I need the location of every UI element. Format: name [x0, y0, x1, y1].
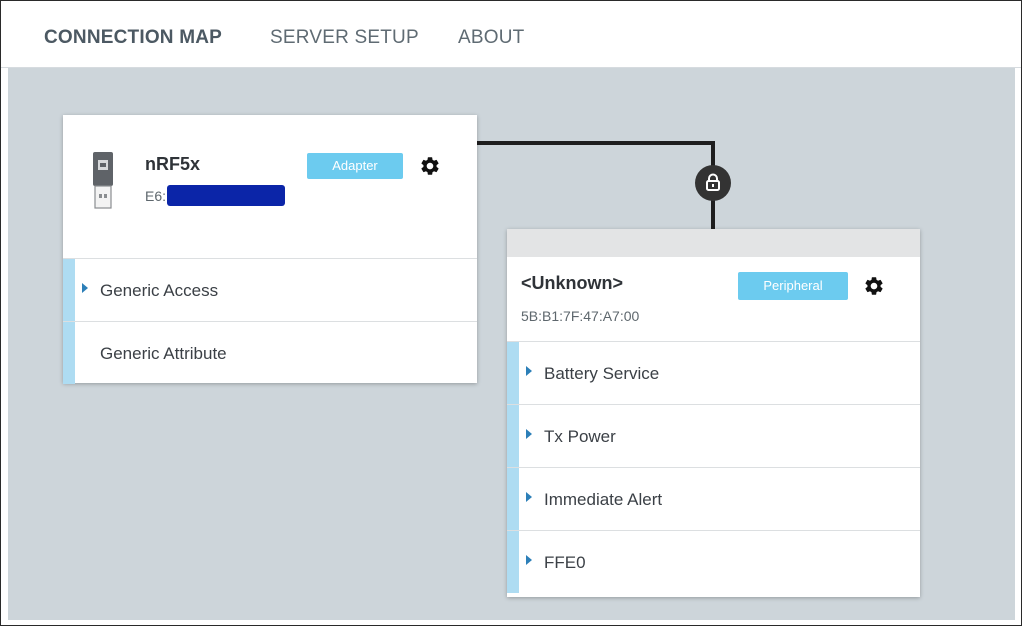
service-accent-strip	[507, 342, 519, 404]
service-accent-strip	[63, 259, 75, 321]
service-label: Generic Access	[100, 281, 219, 300]
adapter-card-header: nRF5x E6: Adapter	[63, 115, 477, 258]
adapter-service-list: Generic Access Generic Attribute	[63, 258, 477, 384]
tab-connection-map[interactable]: CONNECTION MAP	[44, 27, 223, 48]
service-accent-strip	[507, 405, 519, 467]
peripheral-service-list: Battery Service Tx Power Immediate Alert…	[507, 341, 920, 593]
service-ffe0[interactable]: FFE0	[507, 530, 920, 593]
peripheral-card-topbar	[507, 229, 920, 257]
peripheral-card-header: <Unknown> 5B:B1:7F:47:A7:00 Peripheral	[507, 257, 920, 341]
connection-map-canvas: nRF5x E6: Adapter Generic Access Generic…	[8, 68, 1015, 620]
service-immediate-alert[interactable]: Immediate Alert	[507, 467, 920, 530]
usb-dongle-icon	[93, 152, 113, 209]
service-label: Immediate Alert	[544, 490, 663, 509]
service-generic-access[interactable]: Generic Access	[63, 258, 477, 321]
service-label: Battery Service	[544, 364, 660, 383]
caret-right-icon	[526, 366, 532, 376]
peripheral-gear-icon[interactable]	[863, 275, 885, 297]
caret-right-icon	[526, 492, 532, 502]
service-generic-attribute[interactable]: Generic Attribute	[63, 321, 477, 384]
adapter-card: nRF5x E6: Adapter Generic Access Generic…	[63, 115, 477, 384]
service-accent-strip	[507, 468, 519, 530]
service-accent-strip	[63, 322, 75, 384]
caret-right-icon	[526, 429, 532, 439]
service-battery[interactable]: Battery Service	[507, 341, 920, 404]
caret-right-icon	[526, 555, 532, 565]
service-tx-power[interactable]: Tx Power	[507, 404, 920, 467]
service-label: Tx Power	[544, 427, 616, 446]
connection-security-button[interactable]	[695, 165, 731, 201]
caret-right-icon	[82, 283, 88, 293]
peripheral-role-badge: Peripheral	[738, 272, 848, 300]
redacted-address-box	[167, 185, 285, 206]
adapter-address: E6:	[145, 188, 167, 204]
adapter-role-badge: Adapter	[307, 153, 403, 179]
tab-server-setup[interactable]: SERVER SETUP	[270, 27, 419, 48]
connection-line	[476, 141, 715, 230]
tab-about[interactable]: ABOUT	[458, 27, 525, 48]
peripheral-address: 5B:B1:7F:47:A7:00	[521, 308, 640, 324]
top-navigation: CONNECTION MAP SERVER SETUP ABOUT	[1, 1, 1021, 68]
adapter-gear-icon[interactable]	[419, 155, 441, 177]
service-label: Generic Attribute	[100, 344, 227, 363]
service-label: FFE0	[544, 553, 586, 572]
lock-icon	[706, 173, 720, 191]
peripheral-name: <Unknown>	[521, 273, 624, 293]
service-accent-strip	[507, 531, 519, 593]
adapter-name: nRF5x	[145, 154, 201, 174]
peripheral-card: <Unknown> 5B:B1:7F:47:A7:00 Peripheral B…	[507, 229, 920, 597]
